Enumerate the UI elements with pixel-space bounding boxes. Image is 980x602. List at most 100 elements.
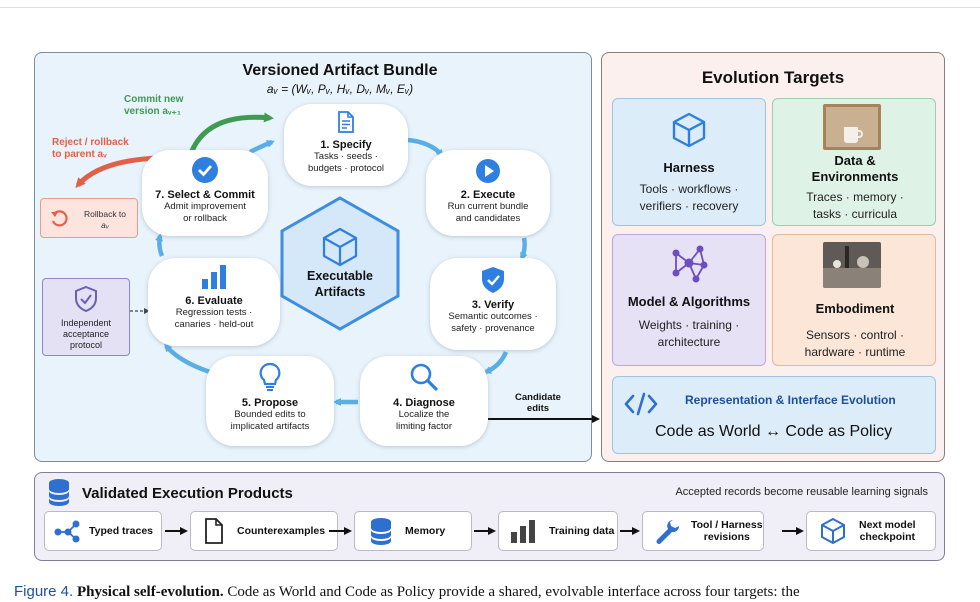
model-line1: Weights · training · <box>638 318 740 332</box>
representation-title: Representation & Interface Evolution <box>685 393 896 407</box>
step-evaluate-line2: canaries · held-out <box>174 319 254 330</box>
step-select-commit-title: 7. Select & Commit <box>155 189 255 201</box>
validated-products-note: Accepted records become reusable learnin… <box>675 486 928 498</box>
embodiment-title: Embodiment <box>815 301 895 316</box>
cube-icon <box>322 227 358 267</box>
reject-label-line1: Reject / rollback <box>52 137 129 148</box>
wrench-icon <box>656 520 680 544</box>
center-label: Executable Artifacts <box>290 268 390 300</box>
memory-label: Memory <box>405 525 446 537</box>
candidate-edits-label: Candidate edits <box>506 392 570 414</box>
step-execute-line1: Run current bundle <box>447 201 529 212</box>
validated-products-title: Validated Execution Products <box>82 485 293 502</box>
harness-line2: verifiers · recovery <box>639 199 739 213</box>
step-verify-title: 3. Verify <box>471 299 515 311</box>
target-model-algorithms: Model & Algorithms Weights · training · … <box>612 234 766 366</box>
center-label-line1: Executable <box>306 269 373 283</box>
step-execute-title: 2. Execute <box>460 189 516 201</box>
candidate-line2: edits <box>526 403 550 414</box>
product-memory: Memory <box>354 511 472 551</box>
product-next-checkpoint: Next model checkpoint <box>806 511 936 551</box>
acceptance-protocol-box: Independent acceptance protocol <box>42 278 130 356</box>
target-embodiment: Embodiment Sensors · control · hardware … <box>772 234 936 366</box>
product-tool-harness-revisions: Tool / Harness revisions <box>642 511 764 551</box>
data-env-title-line1: Data & <box>834 153 876 168</box>
tool-harness-line2: revisions <box>703 531 750 543</box>
product-typed-traces: Typed traces <box>44 511 162 551</box>
commit-label: Commit new version aᵥ₊₁ <box>124 94 214 118</box>
step-propose-line1: Bounded edits to <box>234 409 306 420</box>
center-label-line2: Artifacts <box>314 285 366 299</box>
step-diagnose-line1: Localize the <box>398 409 450 420</box>
acceptance-line2: acceptance <box>62 329 110 339</box>
target-harness: Harness Tools · workflows · verifiers · … <box>612 98 766 226</box>
step-evaluate: 6. Evaluate Regression tests · canaries … <box>148 258 280 346</box>
arrow-execute-verify <box>519 237 528 261</box>
typed-traces-label: Typed traces <box>89 525 153 537</box>
robot-hardware-photo <box>823 242 881 288</box>
undo-icon <box>51 210 68 227</box>
file-icon <box>205 518 223 544</box>
step-propose-line2: implicated artifacts <box>230 421 310 432</box>
step-verify-line2: safety · provenance <box>451 323 535 334</box>
graph-nodes-icon <box>54 520 80 543</box>
acceptance-line3: protocol <box>69 340 103 350</box>
document-icon <box>338 111 354 133</box>
harness-line1: Tools · workflows · <box>639 182 739 196</box>
embodiment-line1: Sensors · control · <box>805 328 905 342</box>
rollback-box: Rollback to aᵥ <box>40 198 138 238</box>
top-divider <box>0 7 980 8</box>
acceptance-line1: Independent <box>60 318 112 328</box>
shelf-mug-photo <box>823 104 881 150</box>
step-verify: 3. Verify Semantic outcomes · safety · p… <box>430 258 556 350</box>
database-icon <box>49 479 69 506</box>
caption-prefix: Figure 4. <box>14 583 74 600</box>
step-execute-line2: and candidates <box>455 213 521 224</box>
bundle-formula: aᵥ = (Wᵥ, Pᵥ, Hᵥ, Dᵥ, Mᵥ, Eᵥ) <box>266 82 414 96</box>
data-env-line1: Traces · memory · <box>806 190 904 204</box>
shield-check-icon <box>75 285 97 313</box>
figure-caption: Figure 4. Physical self-evolution. Code … <box>14 583 980 601</box>
bar-chart-icon <box>202 265 226 289</box>
model-title: Model & Algorithms <box>627 294 751 309</box>
cube-icon <box>821 518 845 544</box>
magnifier-icon <box>410 363 438 391</box>
step-specify: 1. Specify Tasks · seeds · budgets · pro… <box>284 104 408 186</box>
product-counterexamples: Counterexamples <box>190 511 338 551</box>
cube-icon <box>672 112 706 148</box>
caption-text: Code as World and Code as Policy provide… <box>227 584 800 600</box>
rollback-box-line2: aᵥ <box>101 220 109 230</box>
next-checkpoint-line2: checkpoint <box>859 531 916 543</box>
step-propose: 5. Propose Bounded edits to implicated a… <box>206 356 334 446</box>
commit-label-line2: version aᵥ₊₁ <box>124 106 181 117</box>
step-propose-title: 5. Propose <box>241 397 299 409</box>
representation-interface-box: Representation & Interface Evolution Cod… <box>612 376 936 454</box>
code-brackets-icon <box>624 392 658 416</box>
model-line2: architecture <box>657 335 721 349</box>
step-evaluate-line1: Regression tests · <box>175 307 253 318</box>
step-select-commit-line1: Admit improvement <box>164 201 246 212</box>
step-diagnose: 4. Diagnose Localize the limiting factor <box>360 356 488 446</box>
data-env-title-line2: Environments <box>811 169 899 184</box>
step-select-commit: 7. Select & Commit Admit improvement or … <box>142 150 268 236</box>
step-specify-title: 1. Specify <box>320 139 372 151</box>
embodiment-line2: hardware · runtime <box>804 345 906 359</box>
reject-label: Reject / rollback to parent aᵥ <box>52 137 162 161</box>
rollback-box-line1: Rollback to <box>83 209 127 219</box>
step-verify-line1: Semantic outcomes · <box>448 311 538 322</box>
commit-arrow <box>187 112 274 157</box>
product-training-data: Training data <box>498 511 618 551</box>
step-evaluate-title: 6. Evaluate <box>185 295 243 307</box>
counterexamples-label: Counterexamples <box>237 525 326 537</box>
target-data-environments: Data & Environments Traces · memory · ta… <box>772 98 936 226</box>
evolution-targets-title: Evolution Targets <box>701 68 845 87</box>
validated-products-panel <box>34 472 945 561</box>
caption-bold: Physical self-evolution. <box>76 584 224 600</box>
harness-title: Harness <box>663 160 715 175</box>
bundle-title: Versioned Artifact Bundle <box>242 62 438 79</box>
shield-icon <box>482 267 504 293</box>
database-icon <box>371 518 391 545</box>
tool-harness-line1: Tool / Harness <box>691 519 763 531</box>
step-specify-line2: budgets · protocol <box>307 163 385 174</box>
cycle-diagram <box>75 112 600 423</box>
